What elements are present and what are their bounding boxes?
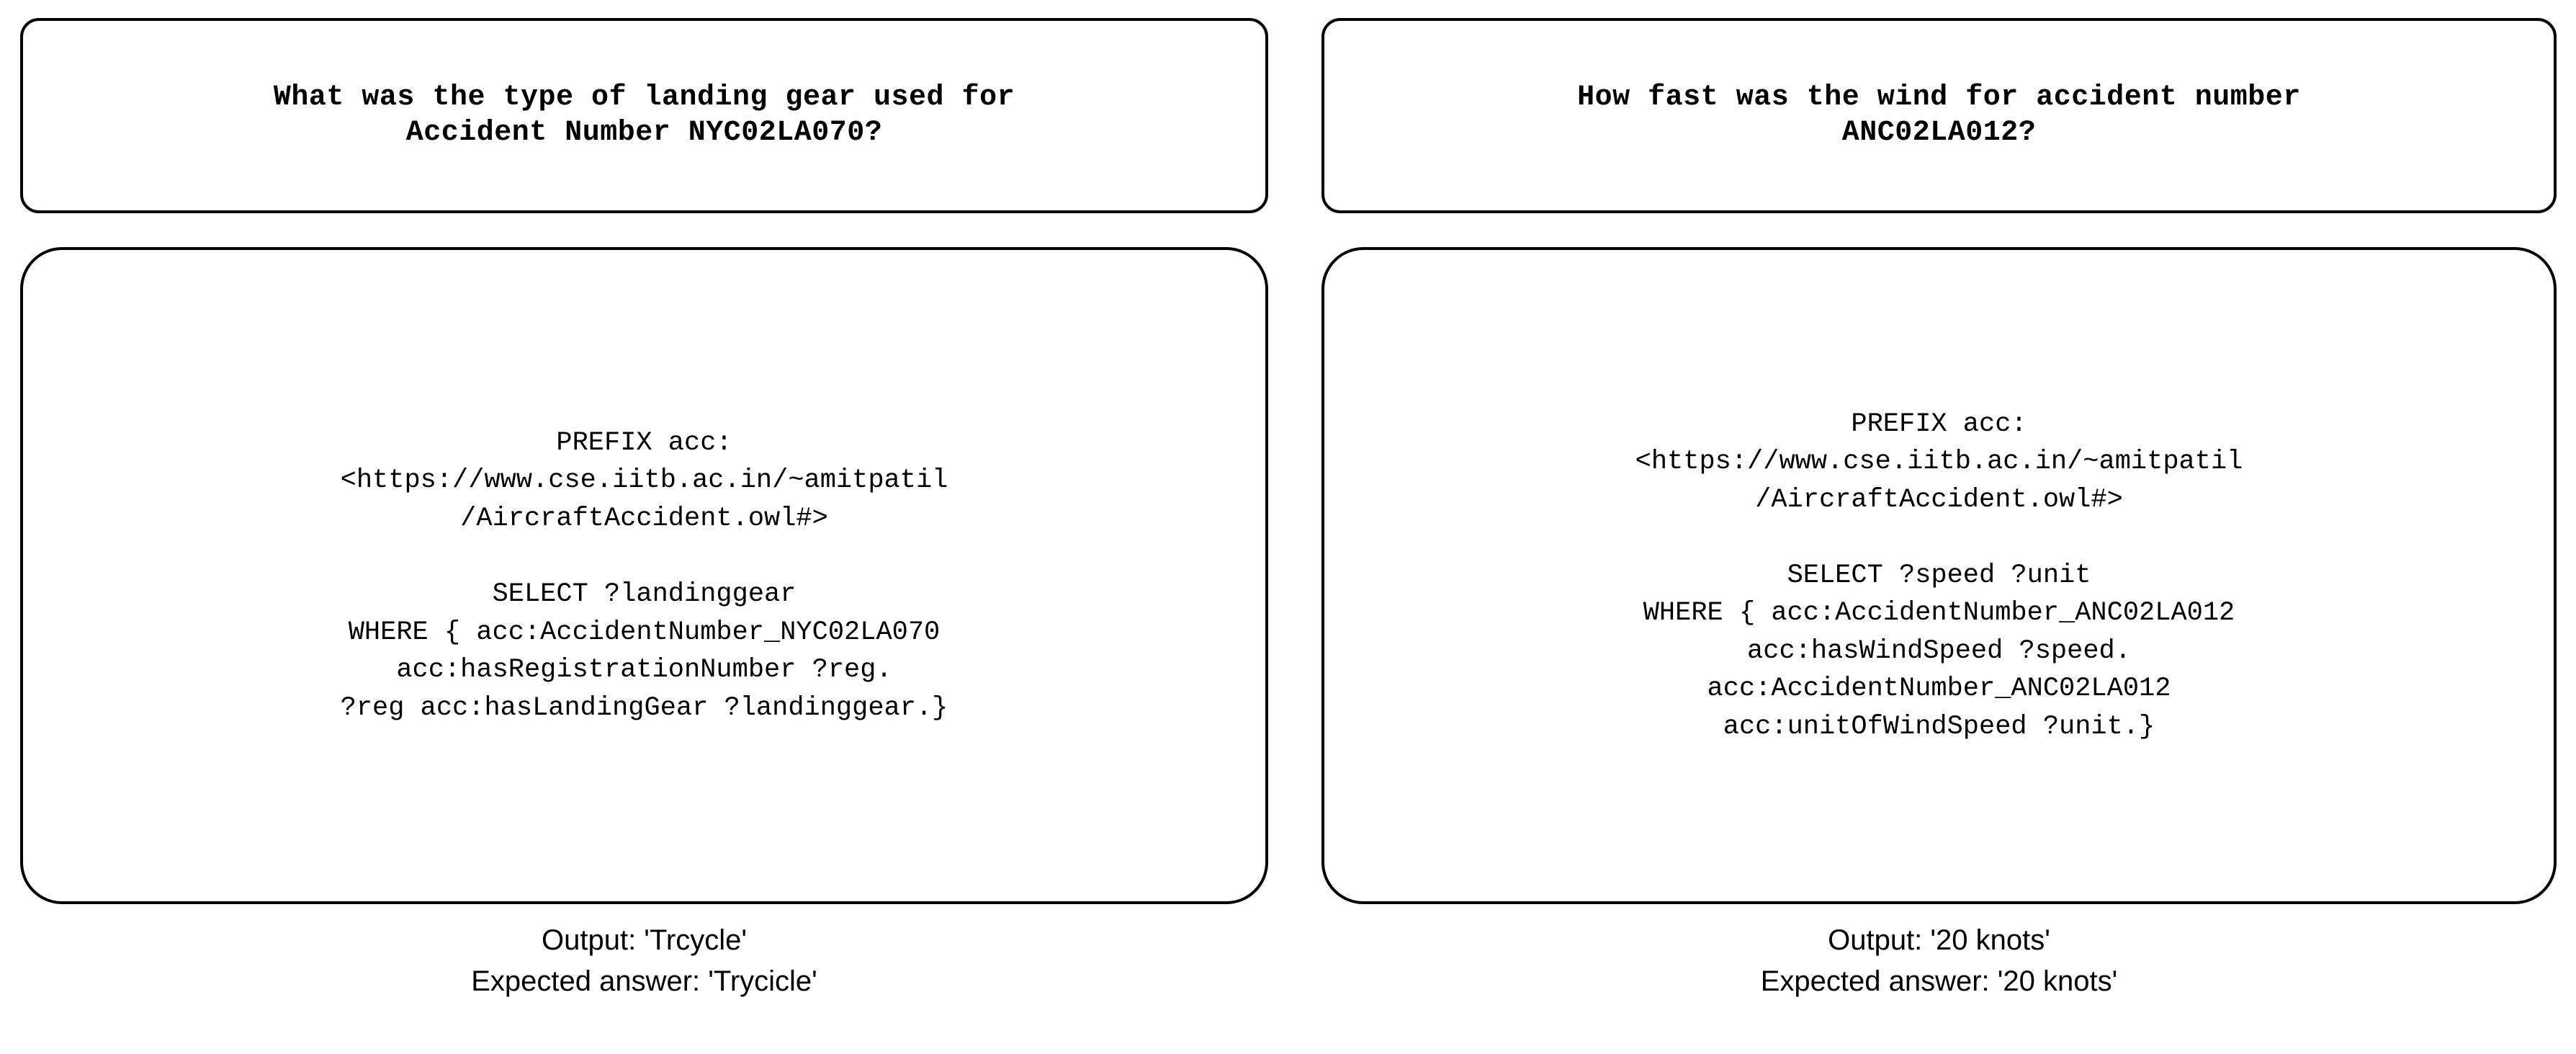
expected-answer-label-left: Expected answer: 'Trycicle' — [471, 965, 817, 997]
panel-right: How fast was the wind for accident numbe… — [1309, 0, 2576, 1054]
expected-answer-label-right: Expected answer: '20 knots' — [1760, 965, 2118, 997]
panel-left: What was the type of landing gear used f… — [20, 18, 1268, 1002]
captions-left: Output: 'Trcycle' Expected answer: 'Tryc… — [20, 920, 1268, 1002]
output-label-left: Output: 'Trcycle' — [542, 924, 747, 956]
question-text-left: What was the type of landing gear used f… — [273, 81, 1015, 149]
question-box-left: What was the type of landing gear used f… — [20, 18, 1268, 213]
sparql-query-text-left: PREFIX acc: <https://www.cse.iitb.ac.in/… — [340, 427, 948, 723]
sparql-query-box-right: PREFIX acc: <https://www.cse.iitb.ac.in/… — [1321, 247, 2557, 904]
output-label-right: Output: '20 knots' — [1828, 924, 2050, 956]
sparql-query-text-right: PREFIX acc: <https://www.cse.iitb.ac.in/… — [1635, 408, 2243, 742]
sparql-query-box-left: PREFIX acc: <https://www.cse.iitb.ac.in/… — [20, 247, 1268, 904]
question-text-right: How fast was the wind for accident numbe… — [1577, 81, 2301, 149]
question-box-right: How fast was the wind for accident numbe… — [1321, 18, 2557, 213]
captions-right: Output: '20 knots' Expected answer: '20 … — [1321, 920, 2557, 1002]
